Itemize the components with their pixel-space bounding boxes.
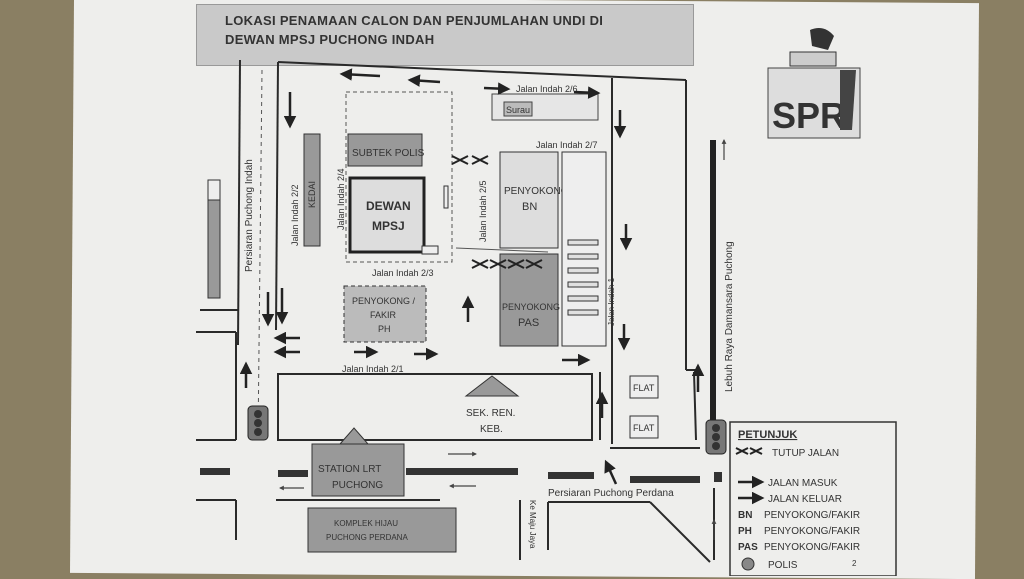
legend-polis: POLIS	[768, 560, 798, 571]
bn-label-1: PENYOKONG	[504, 186, 569, 197]
police-icon	[741, 557, 755, 571]
road-closure-icon	[735, 447, 763, 455]
legend-jalan-masuk: JALAN MASUK	[768, 478, 838, 489]
station-label-2: PUCHONG	[332, 480, 383, 491]
road-closures	[451, 155, 543, 269]
school-label-1: SEK. REN.	[466, 408, 515, 419]
penyokong-ph-area	[343, 285, 427, 343]
road-label-lebuh-raya: Lebuh Raya Damansara Puchong	[724, 241, 735, 392]
legend-pas-value: PENYOKONG/FAKIR	[764, 542, 860, 553]
road-label-1: Jalan Indah 1	[607, 277, 616, 326]
road-label-2-5: Jalan Indah 2/5	[478, 180, 488, 242]
subtek-polis	[347, 133, 423, 167]
station-label-1: STATION LRT	[318, 464, 381, 475]
road-label-persiaran-indah: Persiaran Puchong Indah	[244, 159, 255, 272]
flat-1-label: FLAT	[633, 383, 655, 393]
legend-ph-key: PH	[738, 526, 752, 537]
kedai-label: KEDAI	[307, 181, 317, 208]
pas-label-1: PENYOKONG	[502, 302, 560, 312]
kedai	[303, 133, 321, 247]
dewan-compound	[345, 91, 453, 263]
ballot-box-icon	[789, 28, 837, 67]
title-line-1: LOKASI PENAMAAN CALON DAN PENJUMLAHAN UN…	[225, 13, 604, 28]
school-roof	[464, 375, 520, 397]
road-label-2-1: Jalan Indah 2/1	[342, 364, 404, 374]
legend-heading: PETUNJUK	[738, 429, 797, 441]
map-title: LOKASI PENAMAAN CALON DAN PENJUMLAHAN UN…	[196, 4, 694, 66]
page-number: 2	[852, 559, 857, 568]
spr-logo-text: SPR	[772, 95, 846, 136]
road-label-2-6: Jalan Indah 2/6	[516, 84, 578, 94]
komplek-label-2: PUCHONG PERDANA	[326, 533, 408, 542]
flat-1	[629, 375, 659, 399]
subtek-polis-label: SUBTEK POLIS	[352, 148, 425, 159]
ph-label-1: PENYOKONG /	[352, 296, 416, 306]
legend-tutup-jalan: TUTUP JALAN	[772, 448, 839, 459]
road-label-maju-jaya: Ke Maju Jaya	[528, 500, 537, 549]
parking-lot	[561, 151, 607, 347]
traffic-light-icon	[705, 419, 727, 455]
spr-logo: SPR	[767, 28, 861, 139]
legend-jalan-keluar: JALAN KELUAR	[768, 494, 842, 505]
surau-label: Surau	[506, 105, 530, 115]
traffic-light-icon	[247, 405, 269, 441]
road-label-2-7: Jalan Indah 2/7	[536, 140, 598, 150]
komplek-hijau	[307, 507, 457, 553]
flat-2	[629, 415, 659, 439]
road-label-persiaran-perdana: Persiaran Puchong Perdana	[548, 488, 674, 499]
road-label-2-2: Jalan Indah 2/2	[290, 184, 300, 246]
pas-label-2: PAS	[518, 317, 539, 329]
legend-pas-key: PAS	[738, 542, 758, 553]
flat-2-label: FLAT	[633, 423, 655, 433]
ph-label-2: FAKIR	[370, 310, 397, 320]
road-label-2-4: Jalan Indah 2/4	[336, 168, 346, 230]
road-label-2-3: Jalan Indah 2/3	[372, 268, 434, 278]
penyokong-bn-area	[499, 151, 559, 249]
station-lrt	[311, 443, 405, 497]
legend-box: PETUNJUK TUTUP JALAN JALAN MASUK JALAN K…	[729, 421, 897, 576]
komplek-label-1: KOMPLEK HIJAU	[334, 519, 398, 528]
dewan-label-1: DEWAN	[366, 199, 411, 213]
school-label-2: KEB.	[480, 424, 503, 435]
dewan-label-2: MPSJ	[372, 219, 405, 233]
traffic-arrows	[239, 68, 705, 485]
bn-label-2: BN	[522, 201, 537, 213]
ph-label-3: PH	[378, 324, 391, 334]
title-line-2: DEWAN MPSJ PUCHONG INDAH	[225, 32, 435, 47]
dewan-mpsj	[348, 176, 426, 254]
legend-ph-value: PENYOKONG/FAKIR	[764, 526, 860, 537]
highway-median	[710, 140, 716, 430]
legend-bn-value: PENYOKONG/FAKIR	[764, 510, 860, 521]
legend-bn-key: BN	[738, 510, 752, 521]
penyokong-pas-area	[499, 253, 559, 347]
road-network	[196, 59, 715, 563]
